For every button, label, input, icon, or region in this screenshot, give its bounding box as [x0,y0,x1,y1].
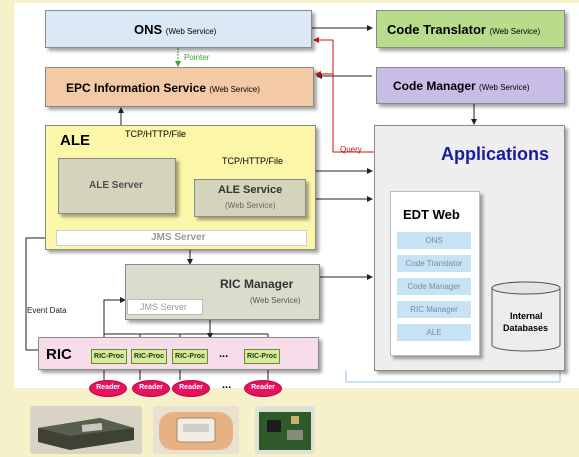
internal-db-line1: Internal [510,311,543,321]
code-translator-title: Code Translator [387,22,486,37]
edt-item-code-manager[interactable]: Code Manager [397,278,471,295]
ale-title: ALE [60,132,90,149]
eis-ws: (Web Service) [209,85,260,94]
database-icon [491,281,561,352]
ale-service-ws: (Web Service) [225,201,276,210]
code-translator-box: Code Translator (Web Service) [376,10,565,48]
reader-ellipsis: ... [222,379,232,391]
ale-server-label: ALE Server [89,180,143,191]
applications-title: Applications [441,144,550,164]
pointer-label: Pointer [184,53,210,62]
ric-manager-ws: (Web Service) [250,296,301,305]
tag-device-photo [153,406,239,454]
ons-title: ONS [134,22,163,37]
ric-proc-3: RIC-Proc [172,349,208,364]
edt-item-code-translator[interactable]: Code Translator [397,255,471,272]
edt-item-ric-manager[interactable]: RIC Manager [397,301,471,318]
eis-title: EPC Information Service [66,81,207,95]
edt-item-ale[interactable]: ALE [397,324,471,341]
code-manager-title: Code Manager [393,79,476,93]
ric-proc-ellipsis: ... [219,348,229,360]
ale-service-label: ALE Service [218,184,283,196]
edt-web-title: EDT Web [403,207,460,222]
ale-jms-box: JMS Server [56,230,307,246]
reader-2: Reader [132,380,170,397]
code-manager-ws: (Web Service) [479,83,530,92]
ric-proc-2: RIC-Proc [131,349,167,364]
ale-service-box: ALE Service (Web Service) [194,179,306,217]
ric-manager-title: RIC Manager [220,277,294,291]
ric-proc-4: RIC-Proc [244,349,280,364]
internal-db-line2: Databases [503,323,549,333]
ale-server-box: ALE Server [58,158,176,214]
reader-device-photo [30,406,142,454]
event-data-label: Event Data [27,306,67,315]
eis-box: EPC Information Service (Web Service) [45,67,314,107]
board-device-photo [255,406,315,454]
ric-title: RIC [46,346,72,363]
ric-jms-label: JMS Server [140,302,188,312]
ric-proc-1: RIC-Proc [91,349,127,364]
ons-box: ONS (Web Service) [45,10,312,48]
ale-protocol-2: TCP/HTTP/File [222,156,284,166]
reader-4: Reader [244,380,282,397]
edt-item-ons[interactable]: ONS [397,232,471,249]
query-label: Query [340,145,362,154]
ons-ws: (Web Service) [165,27,217,36]
code-translator-ws: (Web Service) [489,27,541,36]
ric-jms-box: JMS Server [127,299,203,315]
reader-3: Reader [172,380,210,397]
reader-1: Reader [89,380,127,397]
ale-protocol-1: TCP/HTTP/File [125,129,187,139]
ale-jms-label: JMS Server [151,232,206,243]
code-manager-box: Code Manager (Web Service) [376,67,565,104]
